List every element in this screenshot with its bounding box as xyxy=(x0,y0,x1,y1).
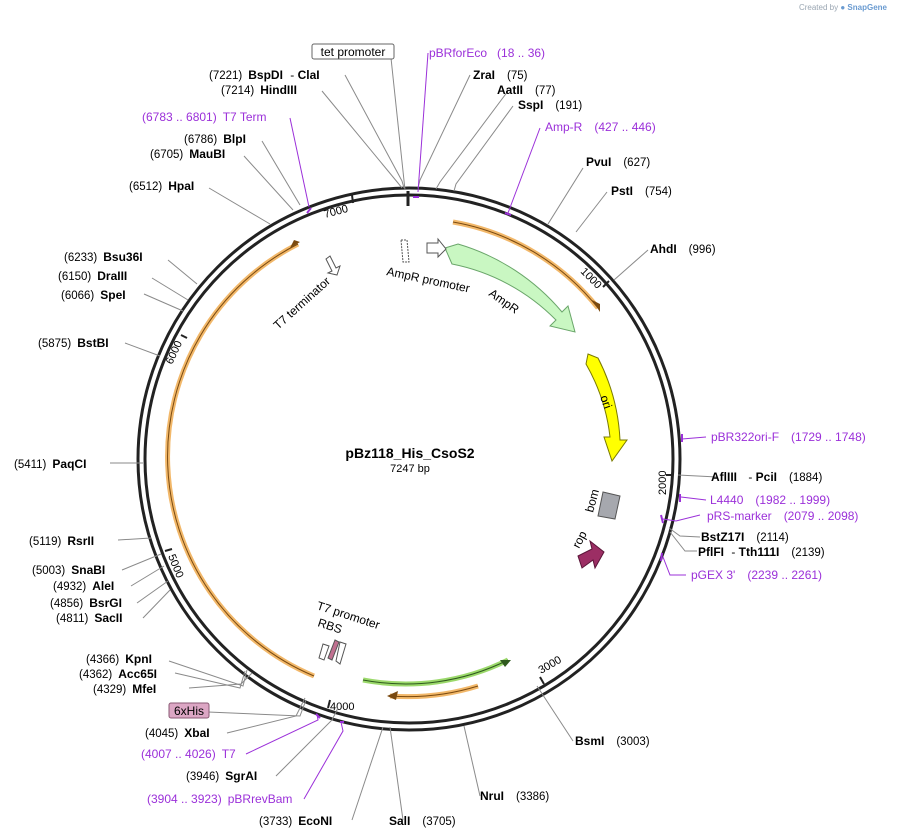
tick-6000-mark xyxy=(180,334,188,339)
site-bsmi: BsmI(3003) xyxy=(575,734,650,748)
tick-3000-mark xyxy=(539,676,545,685)
site-mfei: (4329)MfeI xyxy=(93,682,156,696)
credit-brand: SnapGene xyxy=(847,3,887,12)
site-maubi: (6705)MauBI xyxy=(150,147,225,161)
orf-arc-bottom-head xyxy=(387,691,398,700)
site-pvui: PvuI(627) xyxy=(586,155,650,169)
rop-label: rop xyxy=(569,528,590,550)
ampr-feature xyxy=(444,243,576,333)
site-xbai: (4045)XbaI xyxy=(145,726,210,740)
site-rsrii: (5119)RsrII xyxy=(29,534,94,548)
small-feature-top xyxy=(400,239,410,263)
site-bstbi: (5875)BstBI xyxy=(38,336,109,350)
t7-terminator-feature xyxy=(325,255,341,276)
his-box xyxy=(168,702,210,719)
site-connectors xyxy=(110,74,718,821)
orf-arc-green-head xyxy=(500,660,511,667)
credit-prefix: Created by xyxy=(798,3,839,12)
plasmid-size: 7247 bp xyxy=(390,463,430,475)
tick-2000: 2000 xyxy=(657,471,669,495)
tick-4000: 4000 xyxy=(330,701,354,713)
site-hindiii: (7214)HindIII xyxy=(221,83,297,97)
primer-marks xyxy=(306,196,683,723)
site-psti: PstI(754) xyxy=(611,184,672,198)
primer-pgex3: pGEX 3'(2239 .. 2261) xyxy=(691,568,822,582)
site-kpni: (4366)KpnI xyxy=(86,652,152,666)
rbs-feature xyxy=(335,641,347,665)
site-bspdi-clai: (7221)BspDI - ClaI xyxy=(209,68,320,82)
tet-promoter-label: tet promoter xyxy=(321,45,386,59)
primer-amp-r: Amp-R(427 .. 446) xyxy=(545,120,656,134)
t7-terminator-label: T7 terminator xyxy=(271,274,333,332)
site-pflfi-tth111i: PflFI - Tth111I(2139) xyxy=(698,545,825,559)
tick-3000: 3000 xyxy=(537,654,564,677)
orf-arc-left-head xyxy=(290,240,300,248)
site-econi: (3733)EcoNI xyxy=(259,814,332,828)
primer-t7-term: (6783 .. 6801)T7 Term xyxy=(142,110,267,124)
site-alei: (4932)AleI xyxy=(53,579,114,593)
plasmid-name: pBz118_His_CsoS2 xyxy=(345,445,474,461)
orf-arc-left-line xyxy=(167,243,315,677)
ori-feature xyxy=(585,353,628,463)
site-labels: (7221)BspDI - ClaI (7214)HindIII ZraI(75… xyxy=(14,68,825,828)
tick-1000-mark xyxy=(602,280,610,288)
orf-arc-green xyxy=(362,657,510,687)
primer-pbrforeco: pBRforEco(18 .. 36) xyxy=(429,46,545,60)
site-draiii: (6150)DraIII xyxy=(58,269,127,283)
orf-arc-top-line xyxy=(452,221,599,309)
site-bsu36i: (6233)Bsu36I xyxy=(64,250,143,264)
rop-feature xyxy=(577,539,605,570)
his-tag-feature xyxy=(327,639,340,661)
ori-label: ori xyxy=(597,393,615,410)
ampr-promoter-label: AmpR promoter xyxy=(385,264,471,295)
site-blpi: (6786)BlpI xyxy=(184,132,246,146)
primer-labels: pBRforEco(18 .. 36) Amp-R(427 .. 446) (6… xyxy=(141,46,866,806)
tick-7000-mark xyxy=(351,194,354,204)
tick-6000: 6000 xyxy=(164,339,185,366)
primer-pbrrevbam: (3904 .. 3923)pBRrevBam xyxy=(147,792,292,806)
primer-l4440: L4440(1982 .. 1999) xyxy=(710,493,830,507)
site-sali: SalI(3705) xyxy=(389,814,456,828)
primer-pbr322ori-f: pBR322ori-F(1729 .. 1748) xyxy=(711,430,866,444)
his-label: 6xHis xyxy=(174,704,204,718)
site-paqci: (5411)PaqCI xyxy=(14,457,86,471)
site-bsrgi: (4856)BsrGI xyxy=(50,596,122,610)
site-spei: (6066)SpeI xyxy=(61,288,126,302)
site-nrui: NruI(3386) xyxy=(480,789,549,803)
site-zrai: ZraI(75) xyxy=(473,68,528,82)
snapgene-logo-icon: ● xyxy=(840,3,846,12)
tick-5000-mark xyxy=(164,548,173,552)
site-snabi: (5003)SnaBI xyxy=(32,563,105,577)
orf-arc-green-line xyxy=(362,659,509,685)
bom-label: bom xyxy=(582,488,602,514)
primer-t7: (4007 .. 4026)T7 xyxy=(141,747,236,761)
ampr-promoter-feature xyxy=(426,237,447,259)
site-ahdi: AhdI(996) xyxy=(650,242,716,256)
site-sspi: SspI(191) xyxy=(518,98,582,112)
backbone-outer xyxy=(136,186,682,732)
site-sgrai: (3946)SgrAI xyxy=(186,769,257,783)
bom-feature xyxy=(597,491,621,520)
tet-promoter-box xyxy=(311,43,395,60)
box-connectors xyxy=(207,57,406,717)
orf-arc-top-head xyxy=(592,300,600,312)
t7-promoter-feature xyxy=(318,643,330,661)
ampr-label: AmpR xyxy=(486,286,522,317)
site-hpai: (6512)HpaI xyxy=(129,179,194,193)
tick-7000: 7000 xyxy=(323,203,350,221)
site-afliii-pcii: AflIII - PciI(1884) xyxy=(711,470,822,484)
snapgene-credit: Created by ● SnapGene xyxy=(799,3,887,12)
site-sacii: (4811)SacII xyxy=(56,611,122,625)
primer-prs-marker: pRS-marker(2079 .. 2098) xyxy=(707,509,858,523)
site-bstz17i: BstZ17I(2114) xyxy=(701,530,789,544)
tick-4000-mark xyxy=(327,699,331,709)
site-aatii: AatII(77) xyxy=(497,83,556,97)
site-acc65i: (4362)Acc65I xyxy=(79,667,157,681)
